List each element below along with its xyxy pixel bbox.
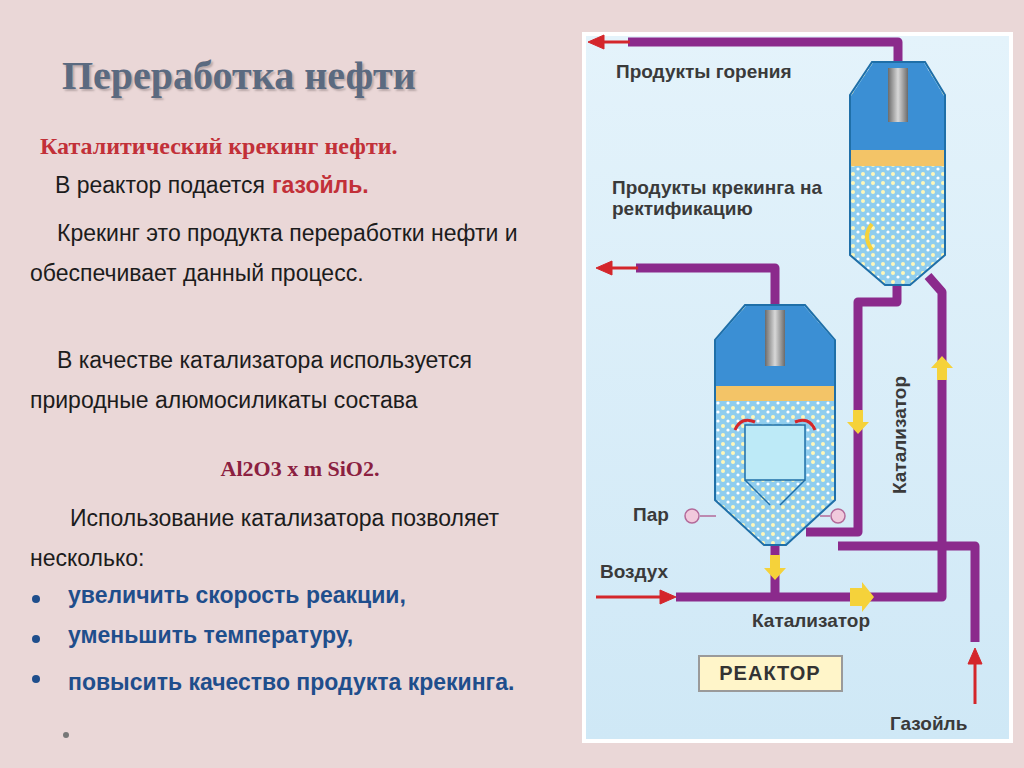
- paragraph: Использование катализатора позволяет нес…: [30, 498, 570, 578]
- bullet: [32, 635, 40, 643]
- regenerator-vessel: [850, 62, 945, 285]
- flow-label: Газойль: [890, 714, 967, 735]
- paragraph: Крекинг это продукта переработки нефти и…: [30, 213, 570, 293]
- formula: Al2O3 x m SiO2.: [30, 456, 570, 482]
- pipe: [628, 42, 898, 64]
- paragraph: В реактор подается газойль.: [55, 172, 369, 199]
- reactor-vessel: [715, 305, 835, 545]
- catalyst-arrows: [764, 356, 953, 612]
- bullet: [32, 595, 40, 603]
- flow-arrows: [588, 35, 982, 704]
- slide-title: Переработка нефти: [62, 52, 416, 99]
- paragraph: В качестве катализатора используется при…: [30, 340, 570, 420]
- panel-frame: [582, 32, 1013, 743]
- pipe: [636, 268, 775, 306]
- flow-label: Продукты горения: [616, 62, 806, 83]
- box-label: РЕАКТОР: [719, 662, 820, 685]
- bullet: [32, 675, 40, 683]
- bullet-text: уменьшить температуру,: [68, 622, 568, 649]
- dot: [63, 732, 69, 738]
- flow-label: Продукты крекинга на ректификацию: [612, 178, 832, 220]
- bullet-text: увеличить скорость реакции,: [68, 582, 568, 609]
- reactor-box: РЕАКТОР: [698, 655, 843, 692]
- paragraph-text: В реактор подается: [55, 172, 265, 198]
- highlight-word: газойль.: [272, 172, 369, 198]
- subtitle: Каталитический крекинг нефти.: [40, 133, 580, 160]
- pipes: [628, 42, 975, 642]
- steam-inlets: [685, 509, 845, 523]
- flow-label: Катализатор: [890, 376, 911, 494]
- flow-label: Воздух: [600, 562, 668, 583]
- flow-label: Катализатор: [752, 611, 870, 632]
- panel: [586, 36, 1009, 739]
- flow-label: Пар: [633, 505, 669, 526]
- bullet-text: повысить качество продукта крекинга.: [68, 662, 538, 702]
